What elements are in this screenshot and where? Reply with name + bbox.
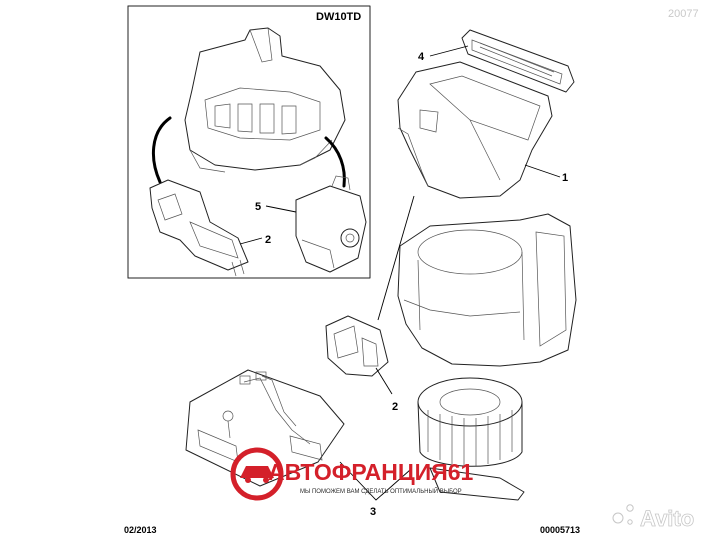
callout-5: 5 xyxy=(255,201,261,213)
resistor-module-inset xyxy=(149,179,249,277)
callout-1: 1 xyxy=(562,172,568,184)
blower-motor xyxy=(417,377,525,501)
resistor-main xyxy=(325,315,389,377)
logo-brand: АВТОФРАНЦИЯ61 xyxy=(268,459,474,485)
variant-label: DW10TD xyxy=(316,11,361,23)
filter-frame xyxy=(461,29,575,93)
leader-long xyxy=(377,195,415,321)
intake-housing xyxy=(397,61,553,199)
callout-4: 4 xyxy=(418,51,425,63)
autofrancia-logo: АВТОФРАНЦИЯ61 МЫ ПОМОЖЕМ ВАМ СДЕЛАТЬ ОПТ… xyxy=(230,447,474,501)
inset-frame xyxy=(127,5,371,279)
callout-2-inset: 2 xyxy=(265,234,271,246)
actuator-inset xyxy=(295,175,367,273)
callout-2-main: 2 xyxy=(392,401,398,413)
footer-doc-number: 00005713 xyxy=(540,525,580,535)
footer-date: 02/2013 xyxy=(124,525,157,535)
hvac-housing-inset xyxy=(184,27,346,173)
avito-watermark: Avito xyxy=(611,503,695,531)
ref-code: 20077 xyxy=(668,8,699,20)
logo-emblem xyxy=(230,447,284,501)
blower-casing xyxy=(397,213,577,367)
wiring-harness xyxy=(185,369,345,487)
logo-car-icon xyxy=(240,466,274,478)
logo-tagline: МЫ ПОМОЖЕМ ВАМ СДЕЛАТЬ ОПТИМАЛЬНЫЙ ВЫБОР xyxy=(300,487,462,495)
connector-line-left xyxy=(151,116,172,184)
connector-line-right xyxy=(324,136,346,188)
callout-3: 3 xyxy=(370,506,376,518)
avito-wordmark: Avito xyxy=(640,506,694,531)
